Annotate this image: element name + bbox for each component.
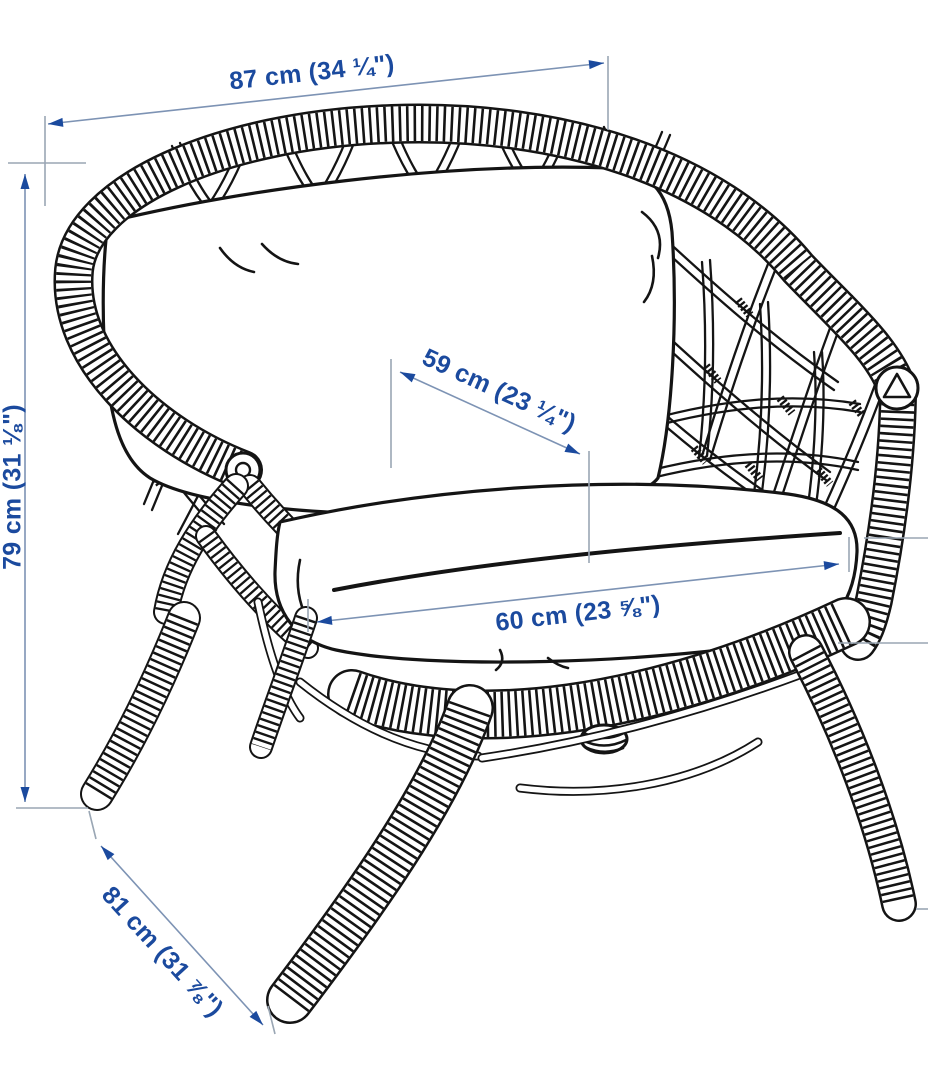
dimension-annotations (8, 56, 928, 1035)
rear-left-leg (249, 606, 318, 759)
width-dimension-line (47, 60, 605, 127)
rear-right-leg (788, 634, 917, 922)
right-arm-curl (874, 365, 920, 411)
front-left-leg (80, 601, 201, 811)
overall-height-label: 79 cm (31 ⅛") (0, 404, 27, 570)
front-right-leg (266, 684, 494, 1024)
depth-dimension-line (100, 845, 264, 1026)
seat-depth-dimension-line (399, 371, 581, 455)
seat-width-dimension-line (316, 561, 840, 625)
seat-apron (327, 597, 871, 740)
